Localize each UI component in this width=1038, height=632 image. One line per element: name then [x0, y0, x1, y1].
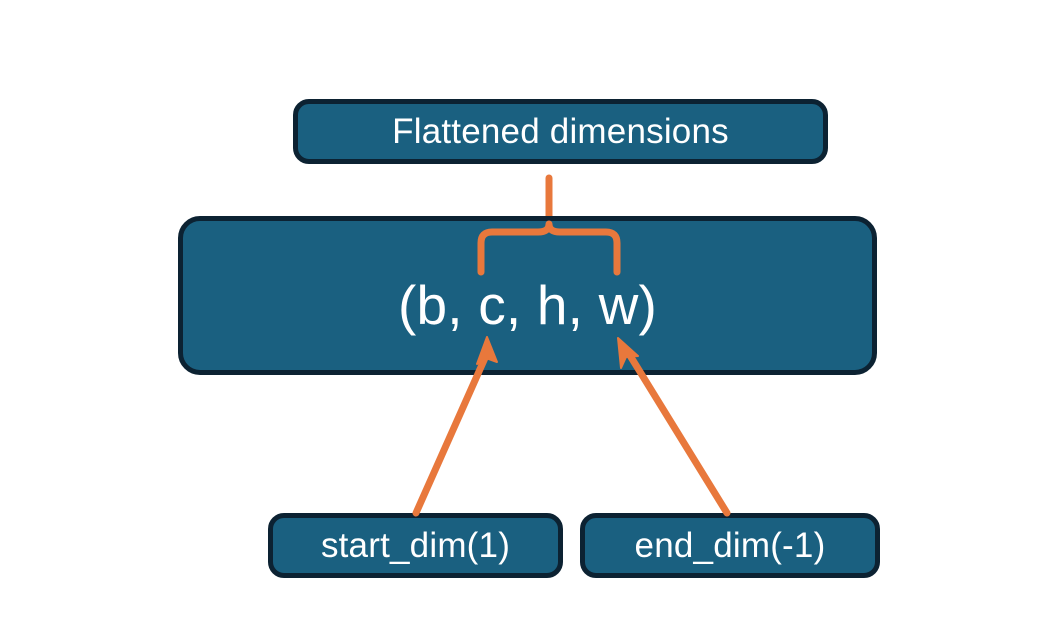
node-start-dim[interactable]: start_dim(1) — [268, 513, 563, 578]
node-flattened-dimensions-label: Flattened dimensions — [392, 111, 729, 151]
node-end-dim-label: end_dim(-1) — [634, 525, 826, 565]
node-tensor-shape-label: (b, c, h, w) — [397, 274, 658, 336]
node-flattened-dimensions[interactable]: Flattened dimensions — [293, 99, 828, 164]
node-tensor-shape[interactable]: (b, c, h, w) — [178, 216, 877, 375]
node-end-dim[interactable]: end_dim(-1) — [580, 513, 880, 578]
node-start-dim-label: start_dim(1) — [320, 525, 511, 565]
